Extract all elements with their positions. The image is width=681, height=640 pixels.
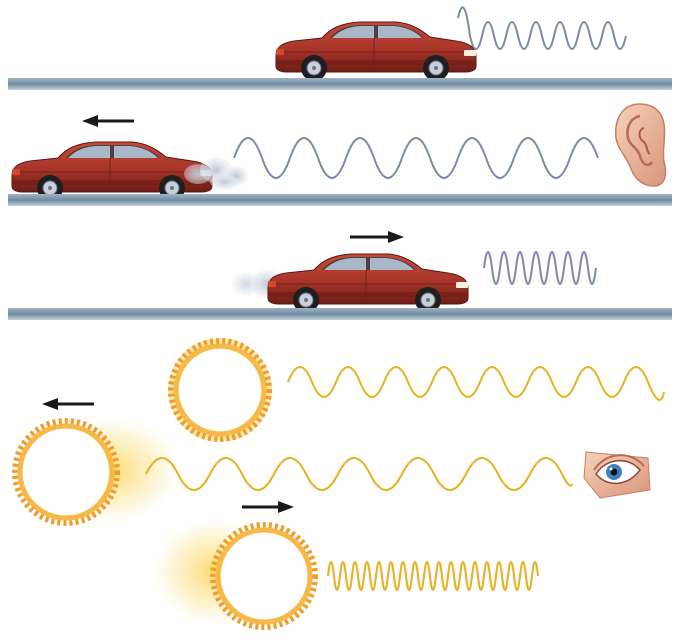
row-star-receding — [12, 398, 651, 530]
right-arrow-icon — [350, 231, 404, 243]
sound-wave-compressed — [483, 251, 597, 285]
light-wave-compressed — [327, 561, 539, 591]
star-stationary — [168, 338, 272, 442]
car-moving-left — [11, 141, 213, 202]
road-3 — [8, 308, 672, 320]
light-wave-stretched — [145, 457, 573, 491]
eye-icon — [583, 451, 651, 499]
right-arrow-icon-2 — [242, 501, 294, 513]
exhaust-smoke — [184, 157, 248, 190]
light-wave-stationary — [287, 366, 665, 401]
row-star-approaching — [144, 501, 539, 632]
road-1 — [8, 78, 672, 90]
ear-icon — [614, 103, 667, 187]
left-arrow-icon-2 — [42, 398, 94, 410]
car-stationary — [275, 21, 477, 82]
road-2 — [8, 194, 672, 206]
star-moving-left — [12, 418, 120, 526]
left-arrow-icon — [82, 115, 134, 127]
star-moving-right — [210, 522, 318, 630]
row-stationary-car — [8, 6, 672, 90]
row-stationary-star — [168, 338, 665, 442]
sound-wave-stationary — [457, 6, 627, 50]
car-moving-right — [267, 253, 469, 314]
row-car-moving-away — [8, 103, 672, 206]
sound-wave-stretched — [233, 137, 599, 179]
row-car-approaching — [8, 231, 672, 320]
